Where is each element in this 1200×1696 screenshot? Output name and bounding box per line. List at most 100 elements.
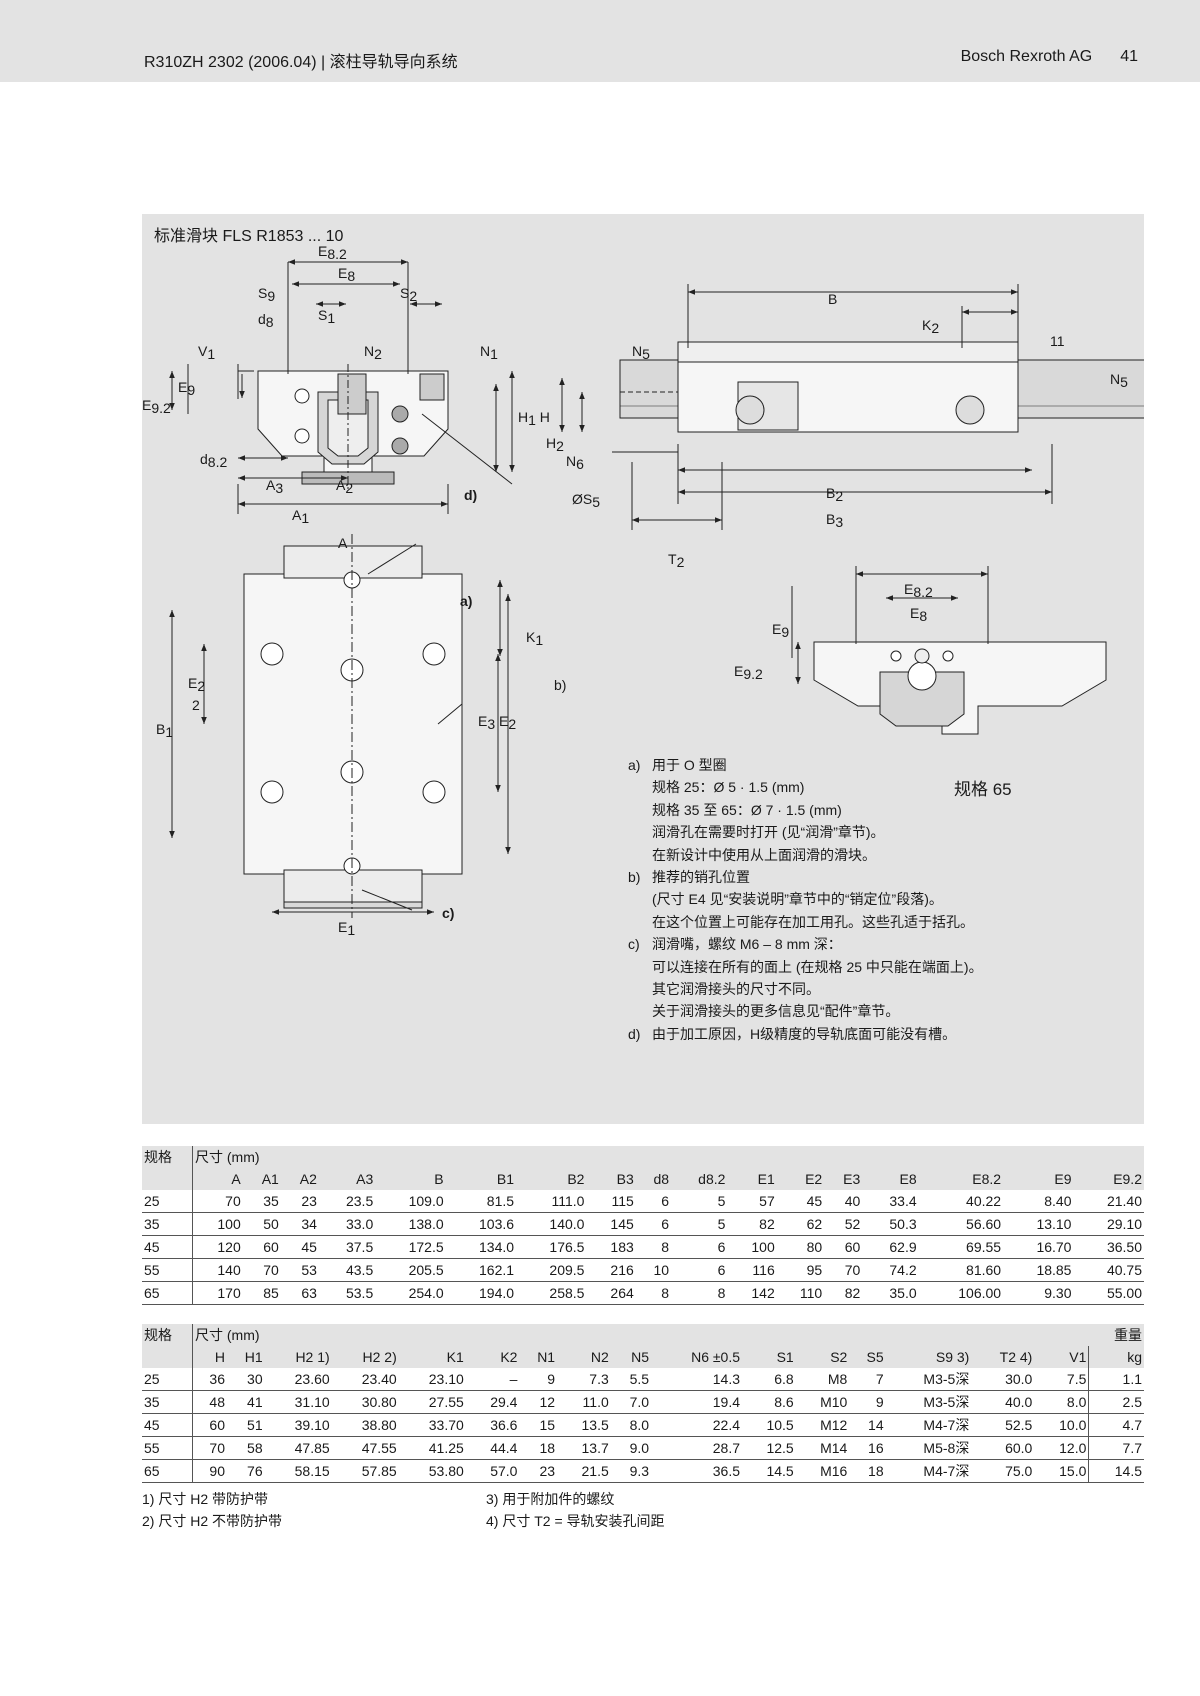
table-cell: 18.85 [1003,1258,1074,1282]
table-cell: 31.10 [264,1390,332,1414]
table-cell: 40.75 [1073,1258,1144,1282]
note-key: c) [628,936,640,953]
table-cell: 216 [586,1258,636,1282]
table-cell: 162.1 [445,1258,517,1282]
table-cell: 111.0 [516,1190,587,1213]
table-cell: 140 [191,1258,243,1282]
table-cell: 33.70 [398,1413,466,1437]
notes-list: a)用于 O 型圈规格 25：Ø 5 · 1.5 (mm)规格 35 至 65：… [628,754,983,1045]
table-cell: 2.5 [1088,1390,1144,1414]
table-cell: 23.5 [318,1190,376,1213]
row-size: 25 [142,1190,193,1213]
table-cell: 41.25 [398,1436,466,1460]
column-header: B2 [516,1168,587,1190]
table-cell: 8 [635,1281,672,1305]
table-cell: 27.55 [398,1390,466,1414]
table-cell: 7.0 [610,1390,652,1414]
table-cell: 6 [635,1212,672,1236]
table-cell: 69.55 [918,1235,1004,1259]
callout-c: c) [442,905,454,921]
svg-text:A: A [338,535,348,551]
size65-view [791,566,1107,735]
figure-title: 标准滑块 FLS R1853 ... 10 [154,228,344,245]
column-header: H2 2) [331,1346,399,1368]
column-header: d8.2 [671,1168,728,1190]
svg-text:H2: H2 [546,435,564,454]
table-cell: 7.5 [1034,1368,1090,1391]
svg-text:N2: N2 [364,343,382,362]
note-line: 用于 O 型圈 [652,757,727,773]
table-cell: 103.6 [445,1212,517,1236]
svg-text:d8.2: d8.2 [200,451,227,470]
table-cell: 34 [280,1212,319,1236]
svg-text:d8: d8 [258,311,274,330]
table-cell: 95 [776,1258,825,1282]
svg-text:A1: A1 [292,507,309,526]
note-line: 规格 25：Ø 5 · 1.5 (mm) [652,779,805,796]
footnote-2: 2) 尺寸 H2 不带防护带 [142,1513,283,1529]
table-cell: 209.5 [516,1258,587,1282]
table-cell: 8.40 [1003,1190,1074,1213]
table-cell: 36 [191,1368,227,1391]
column-header: K2 [465,1346,520,1368]
table-cell: 57.0 [465,1459,520,1483]
table-cell: 134.0 [445,1235,517,1259]
size-header: 规格 [142,1324,193,1346]
table-cell: 16.70 [1003,1235,1074,1259]
footnote-4: 4) 尺寸 T2 = 导轨安装孔间距 [486,1513,665,1529]
column-header: A1 [242,1168,281,1190]
svg-text:V1: V1 [198,343,215,362]
table-cell: M16 [795,1459,850,1483]
column-header: A3 [318,1168,376,1190]
table-cell: 19.4 [651,1390,743,1414]
table-cell: 38.80 [331,1413,399,1437]
table-cell: 106.00 [918,1281,1004,1305]
table-cell: 5 [671,1190,728,1213]
table-cell: 41 [226,1390,265,1414]
table-cell: 10 [635,1258,672,1282]
column-header: B1 [445,1168,517,1190]
column-header: H1 [226,1346,265,1368]
table-cell: M3-5深 [885,1390,972,1414]
dimension-labels: E8.2 E8 S9 S1 S2 d8 V1 E9 E9.2 N2 N1 H1 … [142,243,1128,938]
row-size: 35 [142,1390,193,1414]
table-cell: 45 [776,1190,825,1213]
table-cell: 264 [586,1281,636,1305]
svg-text:E9.2: E9.2 [142,397,171,416]
table-cell: 81.5 [445,1190,517,1213]
svg-text:E8.2: E8.2 [318,243,347,262]
table-cell: M14 [795,1436,850,1460]
table-cell: 35 [242,1190,281,1213]
table-cell: 52.5 [971,1413,1035,1437]
row-size: 65 [142,1281,193,1305]
table-cell: 11.0 [557,1390,611,1414]
table-cell: M5-8深 [885,1436,972,1460]
table-cell: 58 [226,1436,265,1460]
table-cell: 40.22 [918,1190,1004,1213]
table-cell: 23.10 [398,1368,466,1391]
callout-a: a) [460,593,472,609]
table-cell: 28.7 [651,1436,743,1460]
table-cell: 53.80 [398,1459,466,1483]
table-cell: 62 [776,1212,825,1236]
table-cell: 258.5 [516,1281,587,1305]
svg-text:N1: N1 [480,343,498,362]
column-header: S1 [742,1346,796,1368]
svg-text:E1: E1 [338,919,355,938]
table-cell: 15.0 [1034,1459,1090,1483]
table-cell: M8 [795,1368,850,1391]
table-cell: 82 [824,1281,863,1305]
technical-drawing: E8.2 E8 S9 S1 S2 d8 V1 E9 E9.2 N2 N1 H1 … [142,243,1144,938]
svg-text:S9: S9 [258,285,275,304]
svg-text:S2: S2 [400,285,417,304]
table-cell: 170 [191,1281,243,1305]
column-header: E9.2 [1073,1168,1144,1190]
table-cell: 1.1 [1088,1368,1144,1391]
column-header: K1 [398,1346,466,1368]
